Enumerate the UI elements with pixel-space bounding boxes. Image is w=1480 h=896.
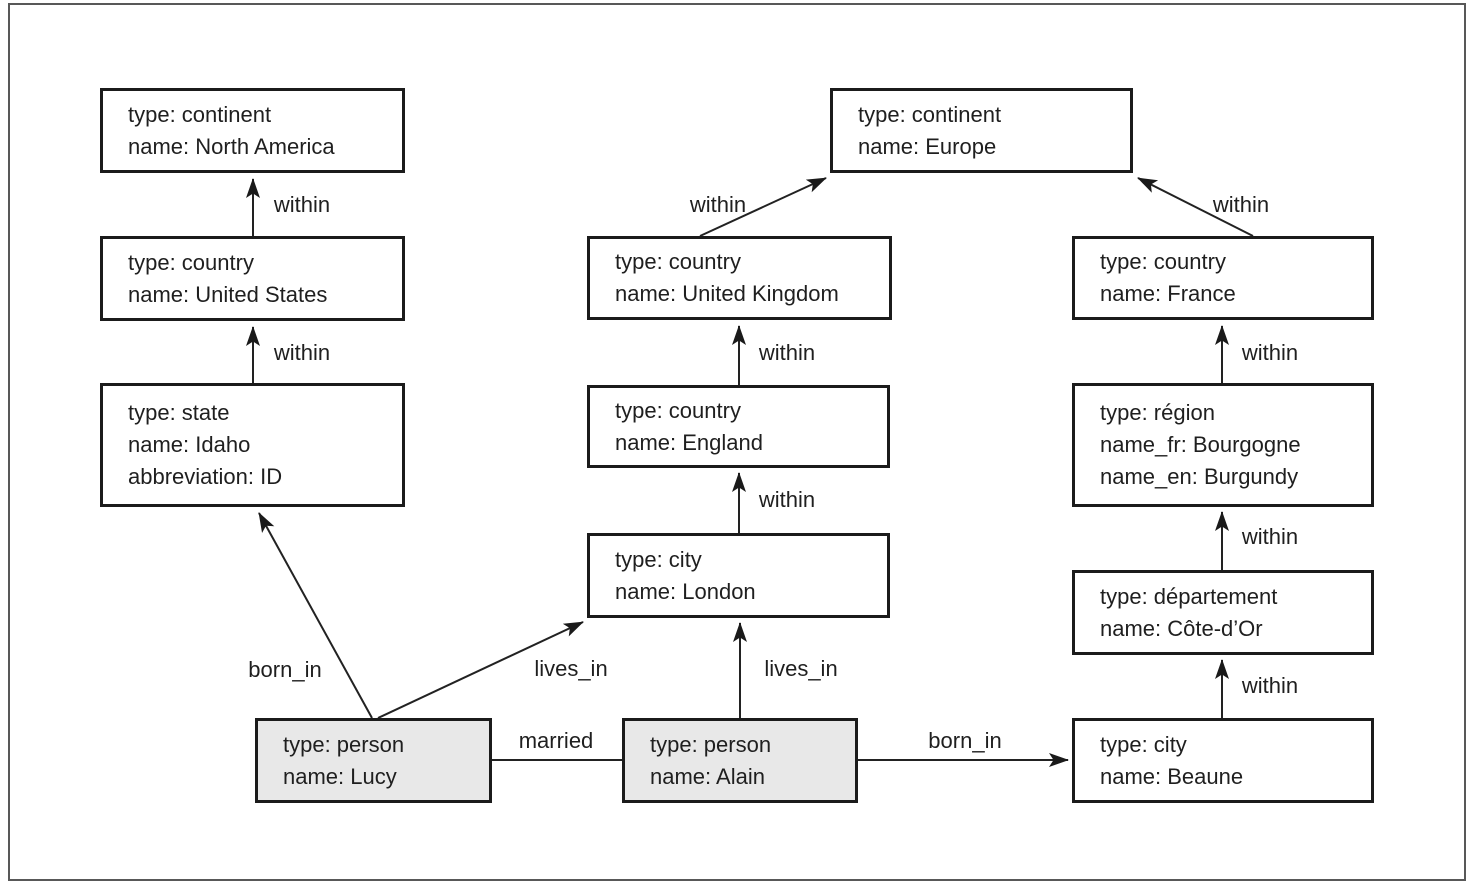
- edge-label-within: within: [689, 192, 747, 217]
- node-lucy: type: person name: Lucy: [255, 718, 492, 803]
- node-property-type: type: continent: [858, 101, 1002, 127]
- node-property-name: name: Beaune: [1100, 763, 1244, 789]
- node-europe: type: continent name: Europe: [830, 88, 1133, 173]
- edge-within-unitedkingdom-europe: [699, 177, 827, 237]
- node-property-type: type: country: [1100, 249, 1226, 274]
- node-property-name-en: name_en: Burgundy: [1100, 464, 1299, 489]
- edge-label-within: within: [1241, 524, 1299, 549]
- edge-within-france-europe: [1137, 177, 1254, 237]
- node-france: type: country name: France: [1072, 236, 1374, 320]
- node-north-america: type: continent name: North America: [100, 88, 405, 173]
- node-united-kingdom: type: country name: United Kingdom: [587, 236, 892, 320]
- node-property-type: type: continent: [128, 101, 272, 127]
- edge-label-lives-in: lives_in: [534, 656, 608, 681]
- node-property-name: name: United States: [128, 281, 328, 307]
- node-idaho: type: state name: Idaho abbreviation: ID: [100, 383, 405, 507]
- node-property-type: type: country: [615, 397, 741, 423]
- node-property-type: type: person: [283, 731, 405, 757]
- node-property-name: name: Idaho: [128, 432, 251, 457]
- figure-border: [8, 3, 1466, 881]
- node-property-name: name: France: [1100, 281, 1236, 306]
- node-london: type: city name: London: [587, 533, 890, 618]
- node-property-name: name: London: [615, 578, 756, 604]
- edge-label-within: within: [758, 487, 816, 512]
- edge-label-married: married: [518, 728, 594, 753]
- node-cote-dor: type: département name: Côte-d’Or: [1072, 570, 1374, 655]
- node-property-name: name: United Kingdom: [615, 281, 839, 306]
- node-property-name: name: Alain: [650, 763, 765, 789]
- node-england: type: country name: England: [587, 385, 890, 468]
- edge-label-within: within: [1241, 673, 1299, 698]
- node-property-name: name: North America: [128, 133, 335, 159]
- node-property-name: name: England: [615, 429, 763, 455]
- edge-label-within: within: [758, 340, 816, 365]
- node-property-name: name: Europe: [858, 133, 997, 159]
- node-property-type: type: city: [615, 546, 702, 572]
- edge-label-within: within: [273, 340, 331, 365]
- edge-bornin-lucy-idaho: [258, 512, 373, 719]
- node-property-abbreviation: abbreviation: ID: [128, 464, 283, 489]
- node-alain: type: person name: Alain: [622, 718, 858, 803]
- node-property-type: type: country: [128, 249, 254, 275]
- node-beaune: type: city name: Beaune: [1072, 718, 1374, 803]
- node-property-type: type: state: [128, 400, 230, 425]
- node-property-name: name: Lucy: [283, 763, 397, 789]
- edge-label-within: within: [1212, 192, 1270, 217]
- node-property-type: type: région: [1100, 400, 1215, 425]
- node-property-type: type: city: [1100, 731, 1187, 757]
- node-property-type: type: country: [615, 249, 741, 274]
- node-united-states: type: country name: United States: [100, 236, 405, 321]
- edge-label-lives-in: lives_in: [764, 656, 838, 681]
- edge-label-born-in: born_in: [928, 728, 1002, 753]
- node-property-name-fr: name_fr: Bourgogne: [1100, 432, 1301, 457]
- node-bourgogne: type: région name_fr: Bourgogne name_en:…: [1072, 383, 1374, 507]
- node-property-type: type: département: [1100, 583, 1278, 609]
- node-property-type: type: person: [650, 731, 772, 757]
- edge-livesin-lucy-london: [377, 621, 584, 719]
- edge-label-within: within: [1241, 340, 1299, 365]
- edge-label-born-in: born_in: [248, 657, 322, 682]
- edge-label-within: within: [273, 192, 331, 217]
- node-property-name: name: Côte-d’Or: [1100, 615, 1263, 641]
